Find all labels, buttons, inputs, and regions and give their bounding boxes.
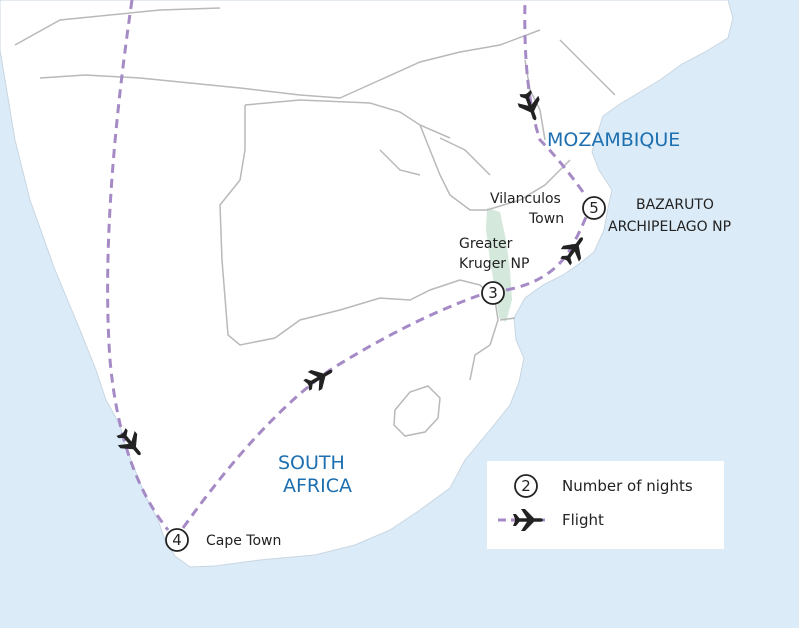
country-borders bbox=[14, 7, 616, 381]
route-north-to-cape-town bbox=[106, 0, 170, 531]
place-label-kruger: Greater bbox=[459, 236, 513, 252]
place-label-vilanculos: Vilanculos bbox=[490, 191, 561, 207]
lesotho-border bbox=[393, 385, 441, 437]
legend-flight-label: Flight bbox=[562, 511, 604, 529]
place-label-cape-town: Cape Town bbox=[206, 533, 281, 549]
stop-marker-kruger: 3 bbox=[481, 281, 505, 305]
land-southern-africa bbox=[0, 0, 734, 568]
nights-count-cape-town: 4 bbox=[172, 531, 182, 549]
route-kruger-to-vilanculos bbox=[505, 211, 590, 292]
nights-count-vilanculos: 5 bbox=[589, 199, 599, 217]
place-label-vilanculos-2: Town bbox=[528, 211, 564, 227]
place-label-bazaruto: BAZARUTO bbox=[636, 197, 714, 213]
stop-marker-cape-town: 4 bbox=[165, 528, 189, 552]
stop-marker-vilanculos: 5 bbox=[582, 196, 606, 220]
legend-nights-label: Number of nights bbox=[562, 477, 693, 495]
place-label-bazaruto-2: ARCHIPELAGO NP bbox=[608, 219, 731, 235]
region-label-south-africa: SOUTH bbox=[278, 452, 345, 474]
legend-nights-sample: 2 bbox=[521, 477, 531, 495]
region-label-mozambique: MOZAMBIQUE bbox=[547, 129, 680, 151]
legend-box bbox=[487, 461, 724, 549]
region-label-south-africa-2: AFRICA bbox=[283, 475, 352, 497]
nights-count-kruger: 3 bbox=[488, 284, 498, 302]
kruger-park bbox=[486, 208, 512, 322]
legend: 2 Number of nights Flight bbox=[487, 461, 724, 549]
place-label-kruger-2: Kruger NP bbox=[459, 256, 529, 272]
